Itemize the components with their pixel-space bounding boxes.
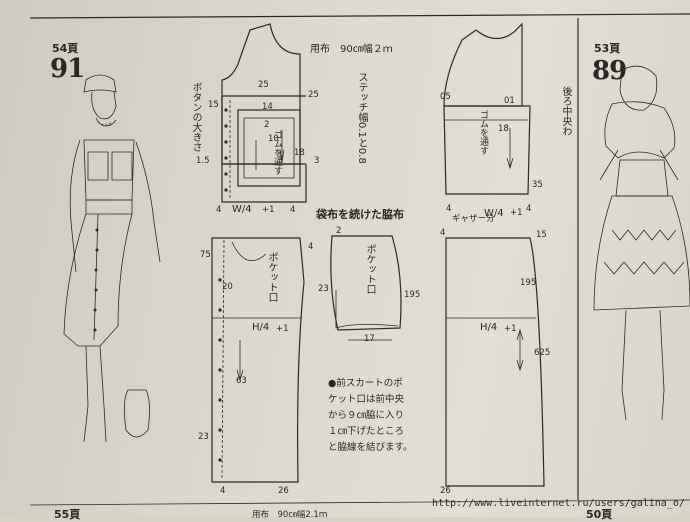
left-pattern-number: 91 [50,54,85,84]
right-page-label: 53頁 [594,42,621,55]
dim-front-25a: 25 [258,80,269,90]
woman-illustration-left-icon [63,74,161,443]
bottom-left-page-label: 55頁 [54,508,81,521]
left-page-label: 54頁 [52,42,79,55]
pocket-opening-front: ポケット口 [266,252,277,302]
dim-bskirt-26: 26 [440,486,451,496]
dim-front-2: 2 [264,120,270,130]
dim-side-17: 17 [364,334,375,344]
front-bodice-pattern [221,23,307,203]
back-bodice-pattern [443,22,531,195]
dim-back-18: 18 [498,124,509,134]
dim-side-23: 23 [318,284,329,294]
elastic-label-back: ゴムを通す [478,110,488,155]
watermark: http://www.liveinternet.ru/users/galina_… [432,498,685,509]
dim-side-2: 2 [336,226,342,236]
waist-front-plus: +1 [262,205,275,215]
instruction-note: ●前スカートのポ ケット口は前中央 から９㎝脇に入り １㎝下げたところ と脇線を… [328,378,413,453]
dim-front-10: 10 [268,134,279,144]
pocket-heading: 袋布を続けた脇布 [316,208,404,221]
waist-back-label: W/4 [484,208,504,219]
hip-front-label: H/4 [252,322,270,333]
woman-illustration-right-icon [593,65,690,421]
dim-back-01: 01 [504,96,515,106]
dim-front-18: 18 [294,148,305,158]
center-back-label: 後ろ中央わ [560,86,571,136]
dim-back-4b: 4 [526,204,532,214]
dim-front-25b: 25 [308,90,319,100]
dim-back-35: 35 [532,180,543,190]
fabric-requirement: 用布 90㎝幅２ｍ [310,44,393,55]
elastic-label-front: ゴムを通す [272,130,282,175]
dim-side-195: 195 [404,290,421,300]
dim-waist-4b: 4 [290,205,296,215]
dim-waist-4a: 4 [216,205,222,215]
dim-skirt-75: 75 [200,250,211,260]
hip-front-plus: +1 [276,324,289,334]
dim-skirt-4: 4 [308,242,314,252]
stitch-width-values: 0.1と0.8 [356,122,367,164]
pocket-opening-side: ポケット口 [364,244,375,294]
dim-skirt-63: 63 [236,376,247,386]
back-skirt-pattern [445,237,545,487]
dim-skirt-26: 26 [278,486,289,496]
side-pocket-pattern [330,235,402,341]
dim-bskirt-15: 15 [536,230,547,240]
dim-skirt-23: 23 [198,432,209,442]
dim-back-4a: 4 [446,204,452,214]
gather-label: ギャザー分 [452,214,495,224]
dim-bskirt-625: 625 [534,348,551,358]
bottom-fabric-text: 用布 90㎝幅2.1ｍ [252,510,328,520]
dim-skirt-20: 20 [222,282,233,292]
dim-back-05: 05 [440,92,451,102]
waist-front-label: W/4 [232,204,252,215]
button-size-label: ボタンの大きさ [190,82,201,152]
stitch-width-label: ステッチ幅 [356,72,367,122]
hip-back-label: H/4 [480,322,498,333]
dim-skirt-4-hem: 4 [220,486,226,496]
dim-front-15: 15 [208,100,219,110]
dim-front-14: 14 [262,102,273,112]
dim-bskirt-4: 4 [440,228,446,238]
front-skirt-pattern [211,237,305,483]
right-pattern-number: 89 [592,56,627,86]
button-size-value: 1.5 [196,156,210,166]
waist-back-plus: +1 [510,208,523,218]
dim-front-3: 3 [314,156,320,166]
hip-back-plus: +1 [504,324,517,334]
dim-bskirt-195: 195 [520,278,537,288]
